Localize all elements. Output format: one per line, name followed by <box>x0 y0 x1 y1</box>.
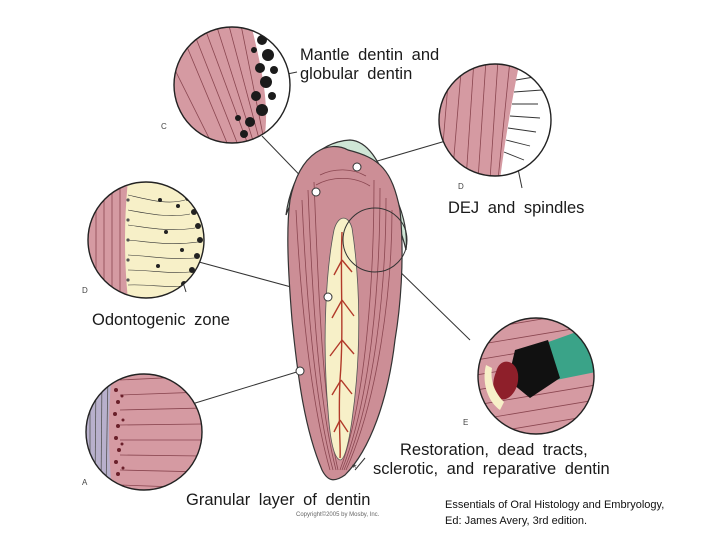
panel-restoration <box>477 317 595 435</box>
panel-odontogenic-zone <box>87 181 205 299</box>
label-dej-spindles: DEJ and spindles <box>448 199 585 217</box>
panel-dej-spindles <box>438 63 552 177</box>
label-restoration-line1: Restoration, dead tracts, <box>400 441 588 459</box>
caption-line2: Ed: James Avery, 3rd edition. <box>445 515 588 527</box>
label-mantle-line2: globular dentin <box>300 65 413 83</box>
panel-letter-d-left: D <box>82 286 88 295</box>
panel-letter-d-right: D <box>458 182 464 191</box>
label-granular-layer: Granular layer of dentin <box>186 491 371 509</box>
copyright-notice: Copyright©2005 by Mosby, Inc. <box>296 512 380 518</box>
label-mantle-line1: Mantle dentin and <box>300 46 440 64</box>
panel-granular-layer <box>85 373 203 491</box>
label-odontogenic-zone: Odontogenic zone <box>92 311 230 329</box>
label-restoration-line2: sclerotic, and reparative dentin <box>373 460 610 478</box>
panel-letter-c: C <box>161 122 167 131</box>
panel-letter-e: E <box>463 418 469 427</box>
svg-text:*: * <box>352 461 357 475</box>
tooth-section: * <box>285 139 408 481</box>
pulp-vessels <box>329 231 355 459</box>
caption-line1: Essentials of Oral Histology and Embryol… <box>445 499 665 511</box>
panel-letter-a: A <box>82 478 88 487</box>
panel-mantle-dentin <box>173 26 291 144</box>
